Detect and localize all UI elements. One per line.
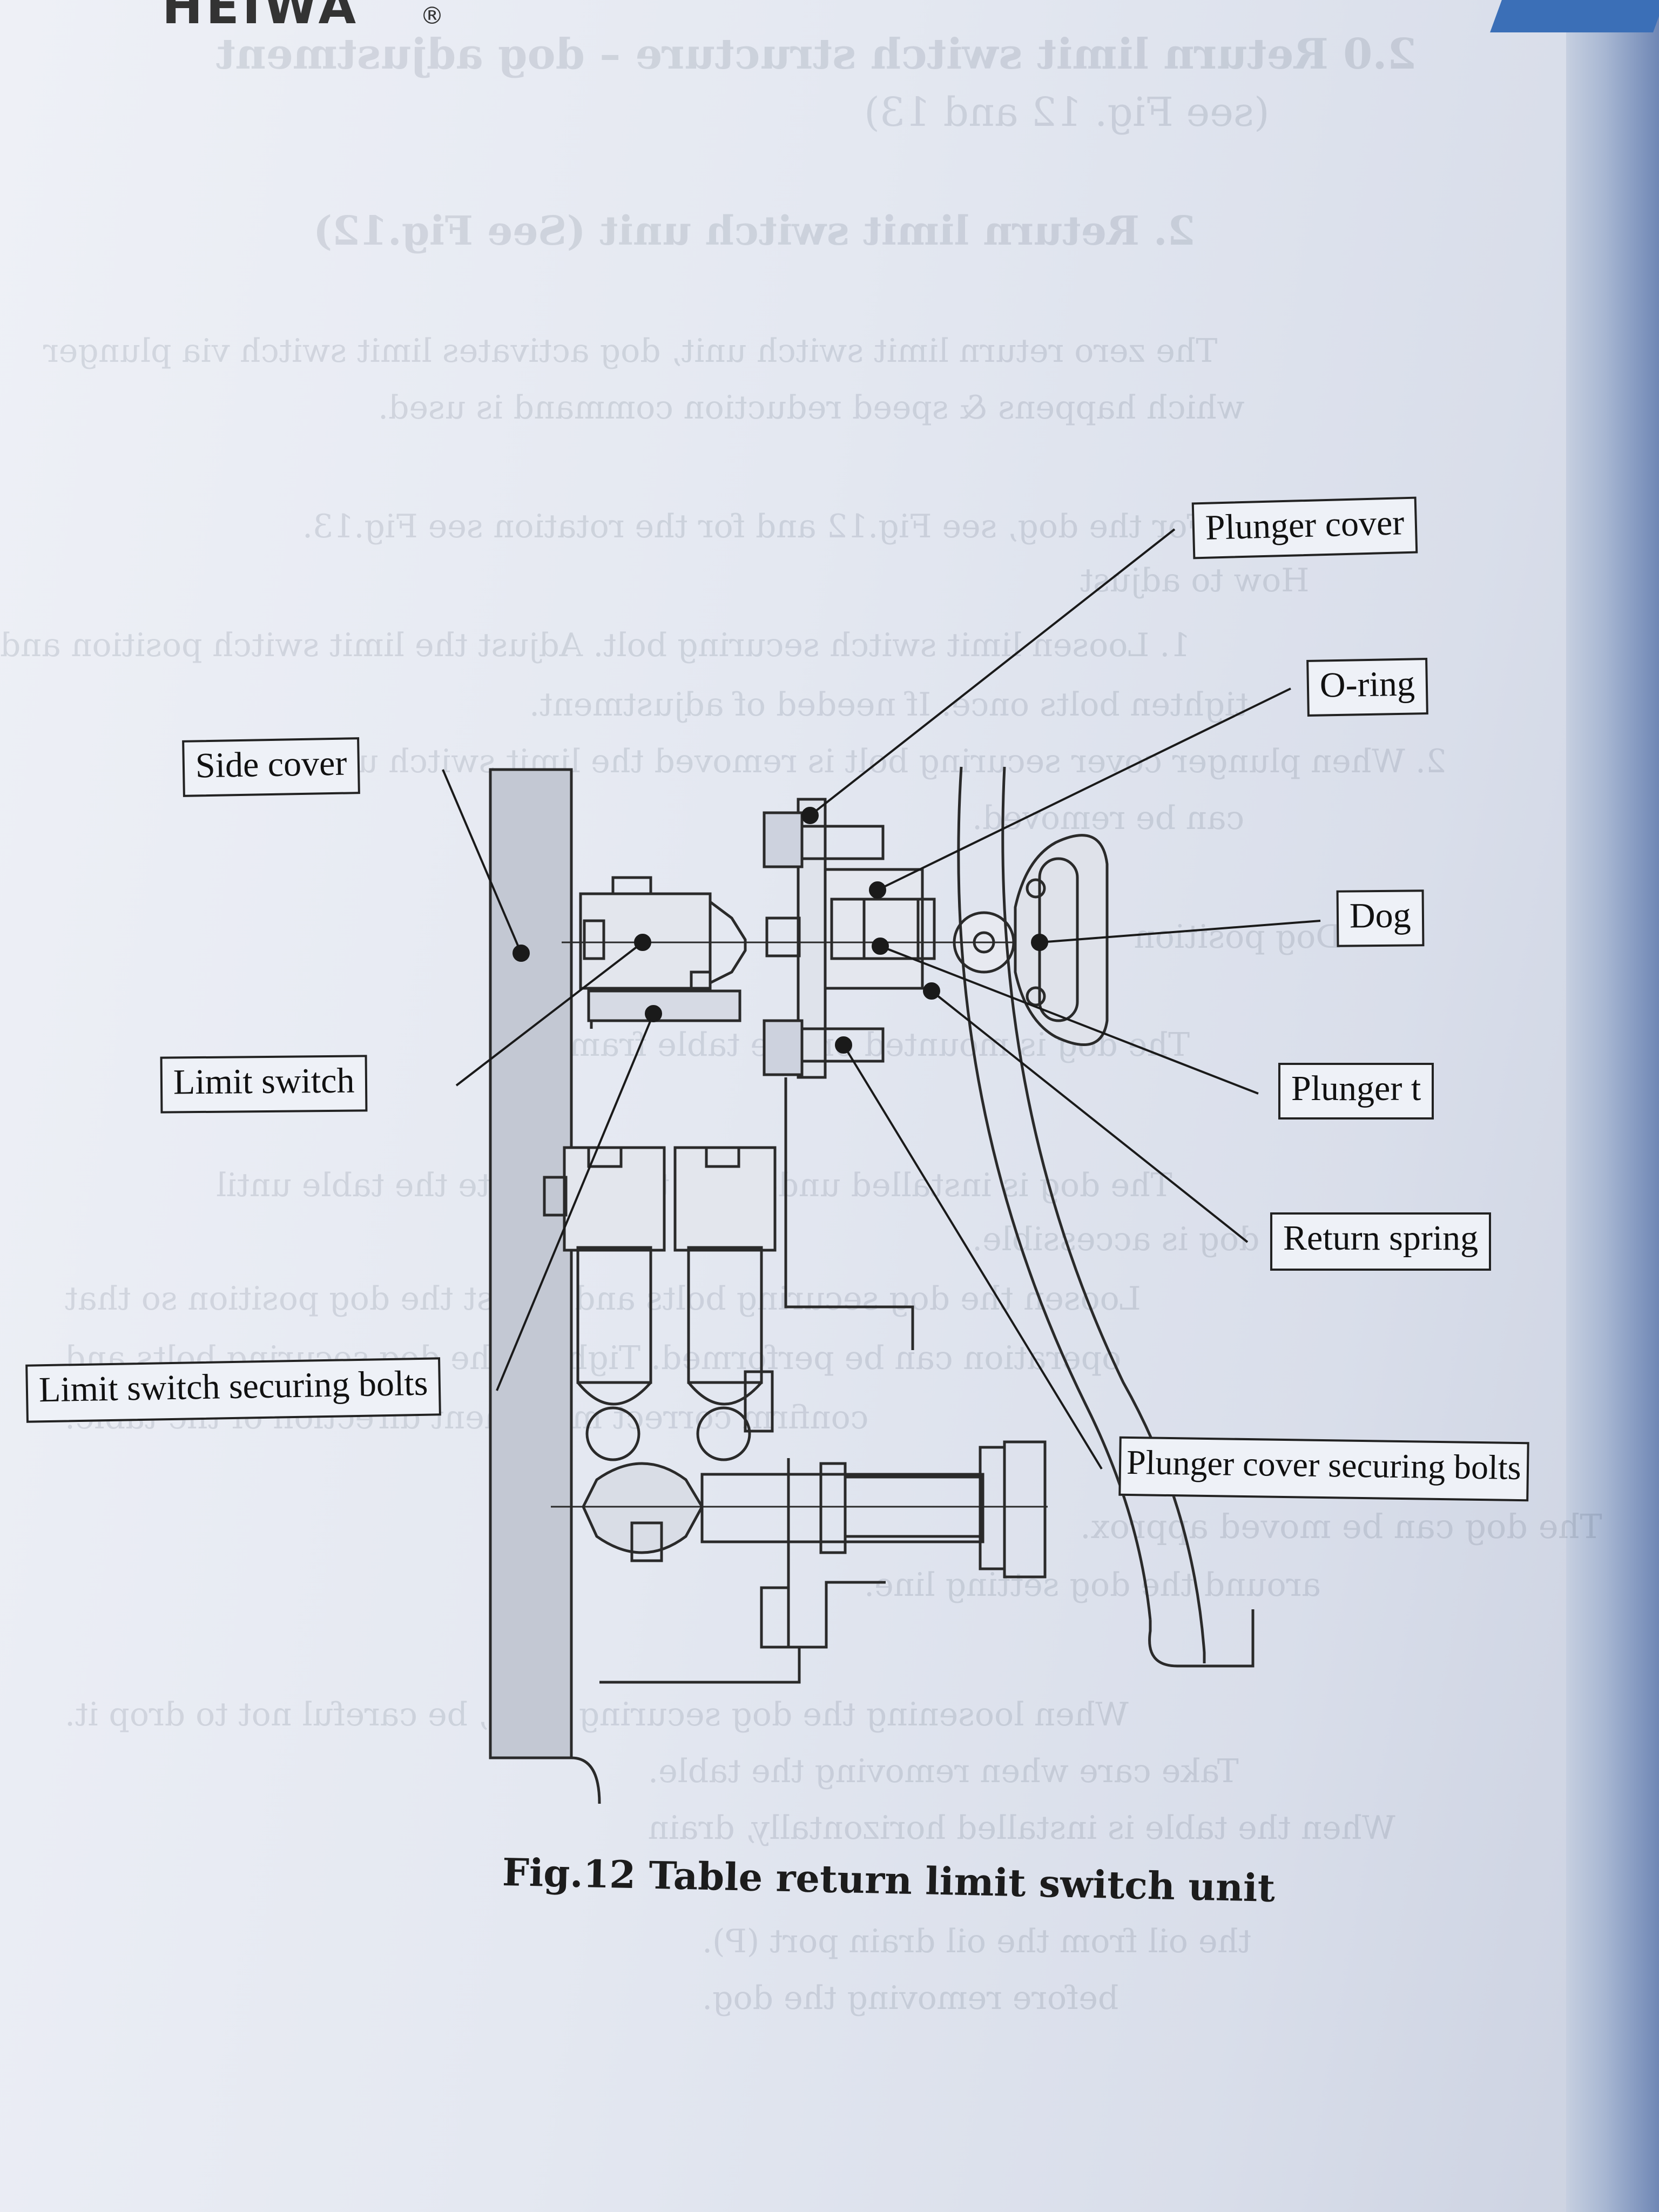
label-dog: Dog (1336, 889, 1425, 947)
label-return-spring: Return spring (1270, 1212, 1492, 1271)
leader-side-cover (442, 769, 522, 954)
label-side-cover: Side cover (182, 737, 361, 797)
side-cover-body (489, 768, 573, 1759)
leader-dot (869, 881, 886, 899)
leader-dog (1039, 920, 1321, 943)
leader-dot (923, 982, 940, 1000)
leader-plunger (880, 945, 1259, 1095)
brand-logo: HEIWA (162, 0, 360, 35)
label-limit-switch-securing-bolts: Limit switch securing bolts (25, 1357, 442, 1423)
label-plunger-cover: Plunger cover (1191, 496, 1418, 559)
label-limit-switch: Limit switch (160, 1055, 368, 1114)
leader-dot (872, 938, 889, 955)
leader-limit-switch (455, 941, 644, 1087)
leader-return-spring (930, 990, 1249, 1243)
leader-dot (801, 807, 819, 824)
registered-mark: ® (420, 2, 444, 30)
leader-limit-switch-bolts (496, 1013, 655, 1391)
leader-dot (634, 934, 651, 951)
leader-o-ring (877, 687, 1291, 891)
page-edge (1566, 0, 1659, 2212)
label-o-ring: O-ring (1306, 658, 1428, 717)
leader-plunger-cover-bolts (842, 1044, 1103, 1470)
leader-dot (645, 1005, 662, 1022)
leader-dot (1031, 934, 1048, 951)
leader-dot (835, 1036, 852, 1054)
leader-plunger-cover (809, 528, 1176, 817)
label-plunger: Plunger t (1278, 1063, 1434, 1120)
label-plunger-cover-securing-bolts: Plunger cover securing bolts (1118, 1436, 1529, 1502)
leader-dot (512, 945, 530, 962)
